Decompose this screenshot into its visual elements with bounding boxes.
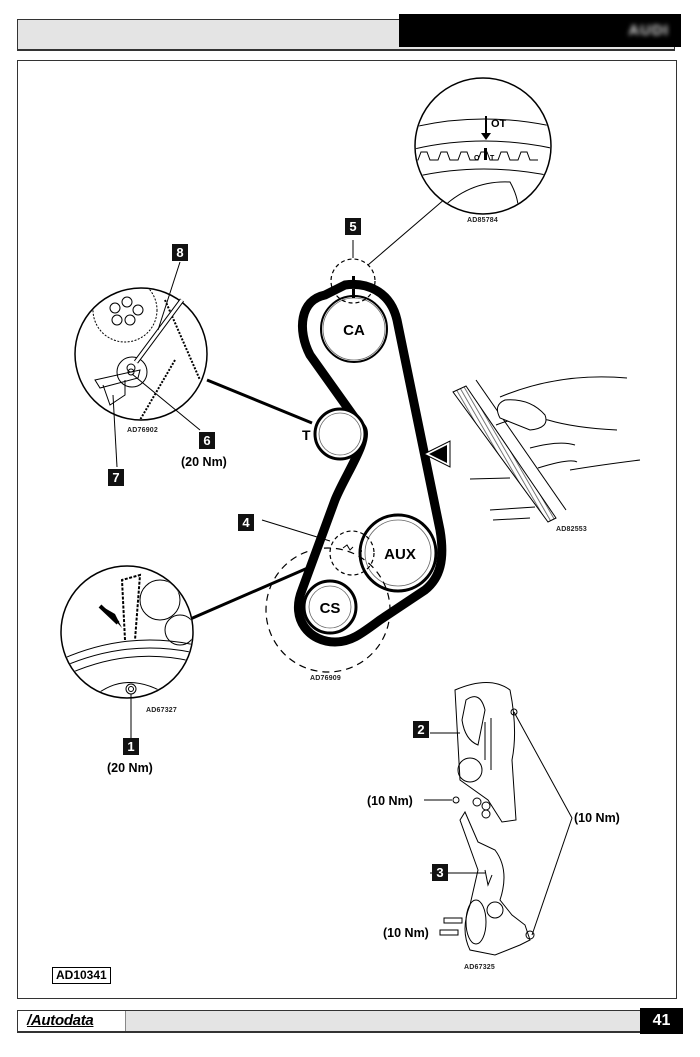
inset-camshaft-leader xyxy=(367,197,447,266)
callout-4: 4 xyxy=(238,514,254,531)
o-mark-label: O xyxy=(474,155,480,162)
ot-mark-label: OT xyxy=(491,118,507,130)
callout-1-torque: (20 Nm) xyxy=(107,761,153,775)
inset-crank-mark xyxy=(60,565,194,738)
inset-code-tensioner: AD76902 xyxy=(127,427,158,434)
inset-code-camshaft: AD85784 xyxy=(467,217,498,224)
timing-belt xyxy=(293,279,447,647)
callout-1: 1 xyxy=(123,738,139,755)
inset-covers xyxy=(424,682,573,956)
callout-8: 8 xyxy=(172,244,188,261)
pulley-t-label: T xyxy=(302,427,311,443)
t-mark-label: T xyxy=(490,155,495,162)
pulley-aux: AUX xyxy=(358,513,438,593)
callout-6-torque: (20 Nm) xyxy=(181,455,227,469)
inset-crank-leader xyxy=(187,565,311,622)
detail-circle-crank xyxy=(265,547,391,673)
inset-code-crank-mark: AD67327 xyxy=(146,707,177,714)
footer-logo-box: /Autodata xyxy=(18,1011,126,1031)
diagram-frame xyxy=(17,60,677,999)
inset-tensioner xyxy=(74,261,208,468)
inset-tensioner-leader xyxy=(206,378,313,425)
cover-torque-lower-left: (10 Nm) xyxy=(383,926,429,940)
pulley-ca: CA xyxy=(320,295,388,363)
pulley-ca-label: CA xyxy=(343,322,365,339)
pulley-t xyxy=(313,407,367,461)
detail-circle-4 xyxy=(329,530,375,576)
inset-code-covers: AD67325 xyxy=(464,964,495,971)
inset-belt-direction xyxy=(452,376,641,523)
callout-7: 7 xyxy=(108,469,124,486)
crank-mark-symbol xyxy=(342,544,354,551)
page-number: 41 xyxy=(640,1008,683,1034)
rotation-direction-icon xyxy=(422,440,451,468)
camshaft-timing-mark-lower xyxy=(352,289,355,298)
pulley-cs-label: CS xyxy=(320,600,341,617)
cover-torque-upper-left: (10 Nm) xyxy=(367,794,413,808)
diagram-reference: AD10341 xyxy=(52,967,111,984)
callout-4-leader xyxy=(261,519,331,542)
callout-5: 5 xyxy=(345,218,361,235)
callout-6: 6 xyxy=(199,432,215,449)
pulley-aux-label: AUX xyxy=(384,546,416,563)
inset-code-belt: AD82553 xyxy=(556,526,587,533)
callout-3: 3 xyxy=(432,864,448,881)
cover-torque-right: (10 Nm) xyxy=(574,811,620,825)
header-brand-box: AUDI xyxy=(399,14,681,47)
brand-label: AUDI xyxy=(628,22,669,39)
inset-code-crank-detail: AD76909 xyxy=(310,675,341,682)
callout-2: 2 xyxy=(413,721,429,738)
detail-circle-5 xyxy=(330,258,376,304)
pulley-cs: CS xyxy=(302,579,358,635)
camshaft-timing-mark xyxy=(352,276,355,285)
footer-bar: /Autodata xyxy=(17,1010,677,1033)
inset-camshaft-mark: OT O T xyxy=(414,77,552,215)
autodata-logo: /Autodata xyxy=(27,1012,94,1029)
